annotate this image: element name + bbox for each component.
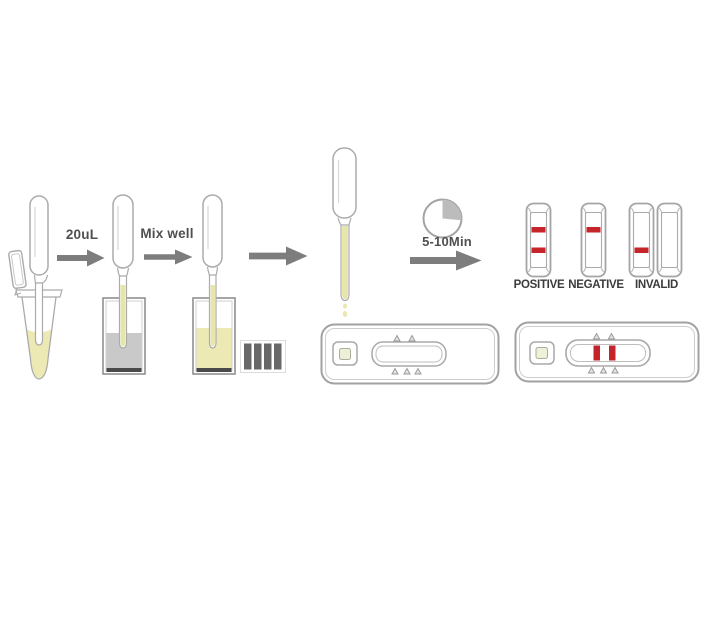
cup-bottom-band (196, 368, 232, 372)
buffer-cup-with-dropper (102, 194, 146, 375)
dropper-bulb (112, 194, 134, 269)
control-line (593, 345, 600, 361)
stem-sample-liquid (210, 285, 215, 347)
negative-label: NEGATIVE (568, 279, 624, 291)
dropper-neck (33, 274, 49, 284)
wait-time-label: 5-10Min (422, 234, 472, 249)
dropper-bulb (332, 147, 357, 219)
strip-bevel (631, 207, 652, 273)
cassette-inner-line (325, 328, 495, 380)
cap-hinge (14, 287, 22, 296)
strip-bevel (659, 207, 680, 273)
strip-bevel (528, 207, 549, 273)
mixed-cup-with-dropper (192, 194, 236, 375)
dropper-neck (337, 217, 352, 226)
tube-sample-liquid (26, 329, 52, 379)
test-line (634, 247, 649, 253)
drop-marker-icons (587, 332, 619, 374)
right-arrow-icon (410, 250, 482, 271)
result-strip-invalid-1 (628, 202, 655, 278)
test-line (609, 345, 616, 361)
sample-well-pad (535, 347, 548, 359)
control-line (531, 227, 546, 233)
tube-open-cap-icon (8, 249, 27, 289)
test-line (531, 247, 546, 253)
dropper-stem (34, 282, 44, 346)
cup-bottom-band (106, 368, 142, 372)
step-arrow-1 (57, 249, 105, 267)
result-window-inner (570, 344, 646, 362)
step-arrow-3 (249, 246, 308, 266)
falling-drop-icon (343, 303, 347, 309)
positive-label: POSITIVE (513, 279, 565, 291)
dropper-neck (116, 267, 130, 277)
right-arrow-icon (249, 246, 308, 266)
result-window-inner (375, 345, 443, 363)
timer-pie-wedge (442, 199, 462, 221)
result-strip-invalid-2 (656, 202, 683, 278)
stem-sample-liquid (120, 285, 126, 347)
grille-icon (240, 340, 286, 373)
sample-tube-with-dropper (8, 195, 63, 380)
step-arrow-2 (144, 249, 193, 265)
sample-well-pad (339, 348, 351, 360)
drop-marker-icons (391, 334, 422, 375)
invalid-label: INVALID (634, 279, 679, 291)
tube-body (21, 296, 57, 380)
cassette-inner-line (519, 326, 695, 378)
dropper-bulb (29, 195, 49, 276)
stem-sample-liquid (342, 226, 348, 300)
test-cassette-positive (514, 321, 700, 383)
control-line (586, 227, 601, 233)
result-strip-positive (525, 202, 552, 278)
result-strip-negative (580, 202, 607, 278)
dripping-dropper (332, 147, 357, 317)
strip-bevel (583, 207, 604, 273)
falling-drop-icon (342, 311, 348, 317)
timer-icon (422, 198, 463, 239)
right-arrow-icon (144, 249, 193, 265)
transfer-volume-label: 20uL (65, 227, 99, 242)
right-arrow-icon (57, 249, 105, 267)
dropper-neck (206, 266, 219, 276)
mix-well-label: Mix well (140, 226, 194, 241)
dropper-bulb (202, 194, 223, 268)
step-arrow-4 (410, 250, 482, 271)
test-cassette-blank (320, 323, 500, 385)
